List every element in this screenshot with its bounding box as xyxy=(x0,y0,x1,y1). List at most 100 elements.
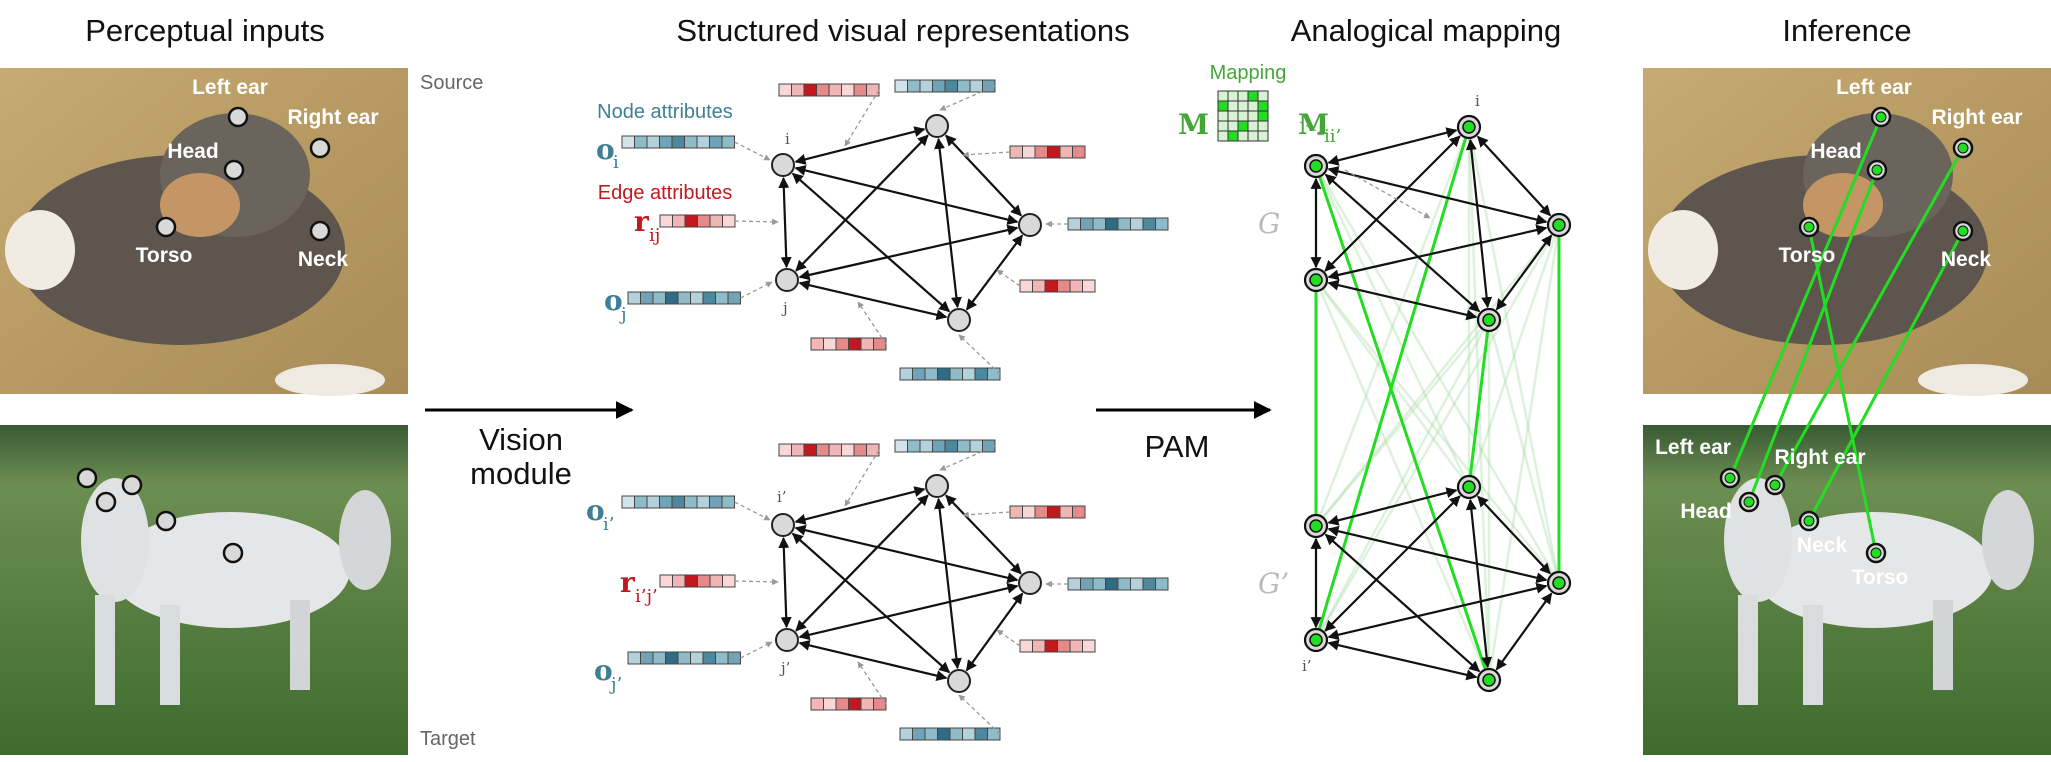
source-edge-vector-top-cell xyxy=(803,83,817,97)
target-node-vector-i-cell xyxy=(684,495,698,509)
target-node-vector-j-connector xyxy=(740,641,773,659)
o-j-symbol: o xyxy=(604,284,623,317)
source-node-vector-right-cell xyxy=(1092,217,1106,231)
source-node-vector-bottom-cell xyxy=(912,367,926,381)
source-edge-vector-ij-cell xyxy=(722,214,736,228)
source-edge-vector-right-cell xyxy=(1059,145,1073,159)
mapping-cell xyxy=(1257,120,1269,132)
vision-label-line2: module xyxy=(470,456,572,491)
inference-cat-keypoint-re-inner xyxy=(1957,142,1969,154)
mapping-matrix xyxy=(1217,90,1431,219)
mapping-cell xyxy=(1227,100,1239,112)
r-ijprime-symbol: r xyxy=(620,566,636,599)
target-node-vector-i-cell xyxy=(696,495,710,509)
mapping-cell xyxy=(1227,120,1239,132)
source-edge-vector-right-cell xyxy=(1034,145,1048,159)
keypoint-head xyxy=(223,159,245,181)
source-edge-vector-bottom-cell xyxy=(848,337,862,351)
source-edge-vector-ij-cell xyxy=(684,214,698,228)
target-node-vector-bottom-cell xyxy=(962,727,976,741)
target-node-vector-j-cell xyxy=(702,651,716,665)
title-analogical-mapping: Analogical mapping xyxy=(1291,13,1562,48)
target-edge-r-b xyxy=(965,592,1024,672)
source-edge-vector-top-cell xyxy=(791,83,805,97)
target-edge-vector-lower-right-cell xyxy=(1019,639,1033,653)
source-node-vector-top-connector xyxy=(939,85,996,111)
target-label: Target xyxy=(420,728,476,750)
source-node-vector-i-cell xyxy=(659,135,673,149)
g-target-edge xyxy=(1495,592,1553,671)
inference-horse-keypoint-re-inner xyxy=(1769,479,1781,491)
target-node-vector-bottom-cell xyxy=(924,727,938,741)
candidate-correspondence xyxy=(1314,165,1471,488)
source-edge-vector-lower-right-cell xyxy=(1057,279,1071,293)
inference-cat-keypoint-nk-inner xyxy=(1957,225,1969,237)
label-neck: Neck xyxy=(298,248,349,271)
source-edge-vector-top-cell xyxy=(778,83,792,97)
target-edge-vector-ij-cell xyxy=(722,574,736,588)
target-edge-vector-right-cell xyxy=(1072,505,1086,519)
target-edge-vector-bottom-cell xyxy=(823,697,837,711)
source-node-vector-top xyxy=(894,79,996,111)
source-edge-vector-ij xyxy=(659,214,779,228)
source-node-vector-j-cell xyxy=(665,291,679,305)
cat-photo-inference xyxy=(1643,68,2051,396)
bipartite-graph xyxy=(1303,114,1572,693)
label-right-ear: Right ear xyxy=(287,106,378,129)
g-target-edge xyxy=(1327,487,1458,526)
source-node-vector-right-cell xyxy=(1155,217,1169,231)
g-target-node-inner xyxy=(1309,633,1323,647)
source-edge-vector-lower-right-connector xyxy=(996,269,1021,287)
target-node-vector-right-cell xyxy=(1092,577,1106,591)
source-edge-vector-lower-right-cell xyxy=(1044,279,1058,293)
target-node-vector-i-cell xyxy=(659,495,673,509)
source-edge-vector-right-cell xyxy=(1047,145,1061,159)
source-edge-vector-top-cell xyxy=(853,83,867,97)
inference-cat-keypoint-hd-inner xyxy=(1871,164,1883,176)
g-target-node-inner xyxy=(1309,519,1323,533)
target-attribute-labels: o i’ r i’j’ o j’ i’ j’ xyxy=(586,488,790,695)
g-source-edge xyxy=(1476,135,1552,217)
target-node-vector-top xyxy=(894,439,996,471)
target-edge-vector-top-cell xyxy=(853,443,867,457)
target-node-vector-right-cell xyxy=(1155,577,1169,591)
source-node-vector-bottom-cell xyxy=(924,367,938,381)
target-edge-vector-bottom-cell xyxy=(835,697,849,711)
source-edge-vector-lower-right-cell xyxy=(1069,279,1083,293)
inference-cat-keypoint-to-inner xyxy=(1803,221,1815,233)
mapping-cell xyxy=(1237,130,1249,142)
source-node-vector-i-cell xyxy=(709,135,723,149)
r-ij-subscript: ij xyxy=(649,225,660,246)
target-edge-vector-right-cell xyxy=(1059,505,1073,519)
target-edge-vector-lower-right-cell xyxy=(1044,639,1058,653)
target-edge-vector-bottom xyxy=(810,661,887,711)
keypoint-left-ear xyxy=(227,106,249,128)
source-node-vector-right-cell xyxy=(1105,217,1119,231)
inf-label-left-ear: Left ear xyxy=(1836,76,1912,99)
g-source-node-inner xyxy=(1309,159,1323,173)
mapping-entry-symbol: M xyxy=(1298,108,1329,141)
o-iprime-symbol: o xyxy=(586,494,605,527)
target-node-vector-bottom-cell xyxy=(949,727,963,741)
g-target-node-inner xyxy=(1552,576,1566,590)
source-edge-vector-top-cell xyxy=(816,83,830,97)
mapping-cell xyxy=(1217,110,1229,122)
g-source-node-inner xyxy=(1309,273,1323,287)
target-node-b xyxy=(947,669,971,693)
selected-correspondence xyxy=(1467,319,1491,488)
title-perceptual-inputs: Perceptual inputs xyxy=(85,13,325,48)
inf-label-neck: Neck xyxy=(1941,248,1992,271)
target-edge-vector-ij-cell xyxy=(709,574,723,588)
mapping-cell xyxy=(1227,110,1239,122)
source-edge-vector-right-connector xyxy=(962,151,1011,158)
source-node-vector-i xyxy=(621,135,771,161)
target-node-vector-top-cell xyxy=(932,439,946,453)
target-edge-vector-top-cell xyxy=(816,443,830,457)
target-node-vector-top-cell xyxy=(894,439,908,453)
target-edge-vector-top-cell xyxy=(841,443,855,457)
source-node-b xyxy=(947,308,971,332)
source-node-vector-right-cell xyxy=(1080,217,1094,231)
g-target-node-inner xyxy=(1482,673,1496,687)
target-node-vector-top-cell xyxy=(982,439,996,453)
title-inference: Inference xyxy=(1782,13,1911,48)
